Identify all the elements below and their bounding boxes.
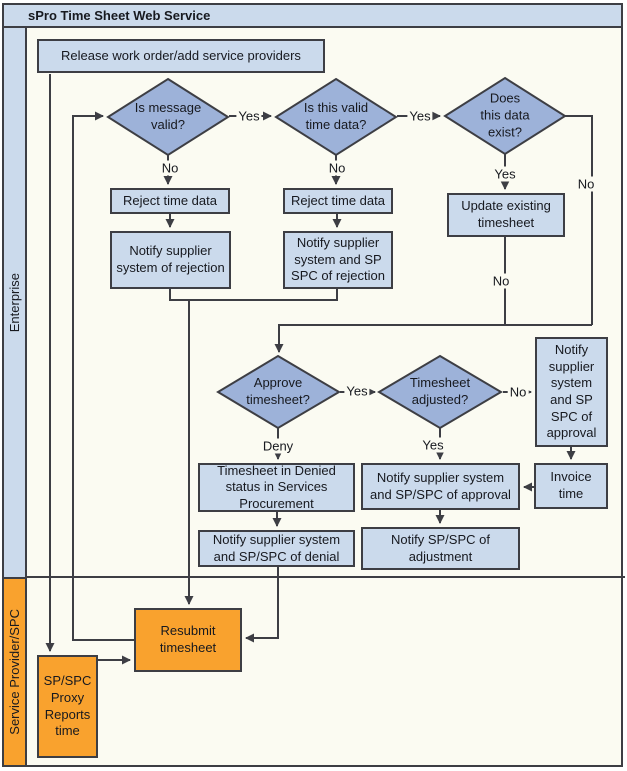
decision-approve-timesheet-shape — [216, 354, 341, 430]
decision-does-data-exist-shape — [443, 76, 567, 156]
node-invoice-time: Invoice time — [534, 463, 608, 509]
edge-label-no-4: No — [490, 273, 512, 289]
edge-label-no-3: No — [575, 176, 597, 192]
connector-resubmit-to-is-message-valid — [72, 111, 134, 641]
lane-service-provider: Service Provider/SPC — [2, 577, 27, 767]
node-notify-rejection-1: Notify supplier system of rejection — [110, 231, 231, 289]
node-release-work-order: Release work order/add service providers — [37, 39, 325, 73]
node-resubmit-timesheet: Resubmit timesheet — [134, 608, 242, 672]
edge-label-yes-3: Yes — [492, 166, 518, 182]
node-timesheet-denied-status: Timesheet in Denied status in Services P… — [198, 463, 355, 512]
node-proxy-reports-time: SP/SPC Proxy Reports time — [37, 655, 98, 758]
decision-timesheet-adjusted-label: Timesheet adjusted? — [409, 375, 471, 407]
decision-approve-timesheet-label: Approve timesheet? — [246, 375, 310, 407]
diagram-title-bar: sPro Time Sheet Web Service — [2, 3, 623, 28]
decision-does-data-exist-label: Does this data exist? — [480, 90, 530, 140]
decision-is-message-valid-shape — [106, 77, 230, 157]
node-notify-rejection-2: Notify supplier system and SP SPC of rej… — [283, 231, 393, 289]
node-update-existing-timesheet: Update existing timesheet — [447, 193, 565, 237]
decision-is-valid-time-data-label: Is this valid time data? — [303, 100, 369, 132]
edge-label-yes-5: Yes — [420, 437, 446, 453]
decision-timesheet-adjusted-shape — [377, 354, 503, 430]
node-reject-time-data-2: Reject time data — [283, 188, 393, 214]
decision-is-valid-time-data-shape — [274, 77, 398, 157]
node-notify-adjustment: Notify SP/SPC of adjustment — [361, 527, 520, 570]
edge-label-yes-2: Yes — [407, 108, 433, 124]
node-notify-approval-tall: Notify supplier system and SP SPC of app… — [535, 337, 608, 447]
edge-label-deny: Deny — [260, 438, 296, 454]
connector-rejection-join — [169, 289, 338, 301]
edge-label-yes-1: Yes — [236, 108, 262, 124]
node-reject-time-data-1: Reject time data — [110, 188, 230, 214]
edge-label-no-1: No — [159, 160, 181, 176]
lane-divider — [25, 576, 625, 578]
lane-enterprise: Enterprise — [2, 26, 27, 579]
connector-denial-to-resubmit — [245, 567, 279, 643]
node-notify-approval-wide: Notify supplier system and SP/SPC of app… — [361, 463, 520, 510]
diagram-title: sPro Time Sheet Web Service — [28, 8, 211, 23]
edge-label-no-5: No — [507, 384, 529, 400]
decision-is-message-valid-label: Is message valid? — [134, 100, 202, 132]
connector-merge-to-approve — [274, 324, 592, 353]
edge-label-yes-4: Yes — [344, 383, 370, 399]
node-notify-denial: Notify supplier system and SP/SPC of den… — [198, 530, 355, 567]
connector-exist-no-right — [565, 115, 593, 325]
edge-label-no-2: No — [326, 160, 348, 176]
